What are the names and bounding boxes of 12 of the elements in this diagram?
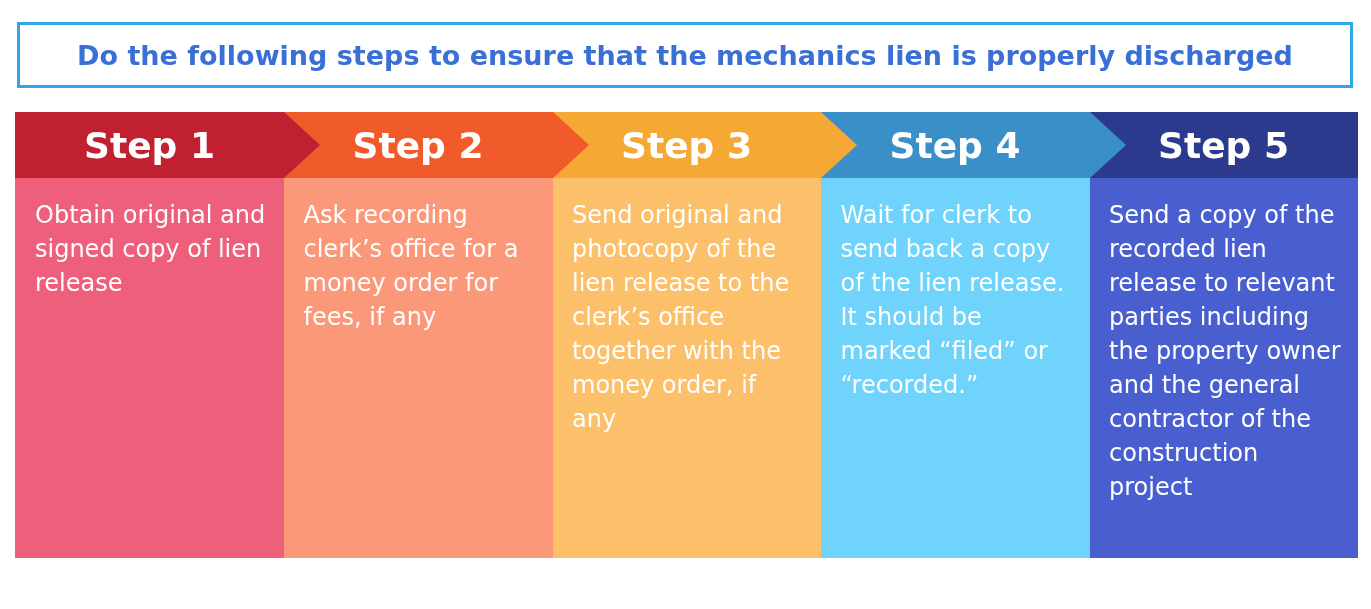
step-description: Send original and photocopy of the lien release to the clerk’s office together with the money order, if any <box>572 200 791 435</box>
step-heading: Step 3 <box>621 124 752 166</box>
step-heading: Step 4 <box>889 124 1021 166</box>
step-description: Ask recording clerk’s office for a money order for fees, if any <box>303 200 520 333</box>
step-heading: Step 2 <box>352 124 484 166</box>
step-heading: Step 5 <box>1158 124 1289 166</box>
step-description: Obtain original and signed copy of lien release <box>35 200 267 299</box>
step-description: Send a copy of the recorded lien release to relevant parties including the property owner and the general contractor of the construction project <box>1109 200 1342 503</box>
title: Do the following steps to ensure that the mechanics lien is properly discharged <box>77 39 1293 71</box>
step-description: Wait for clerk to send back a copy of the lien release. It should be marked “filed” or “recorded.” <box>840 200 1066 401</box>
step-column <box>1089 112 1358 558</box>
step-heading: Step 1 <box>84 124 215 166</box>
